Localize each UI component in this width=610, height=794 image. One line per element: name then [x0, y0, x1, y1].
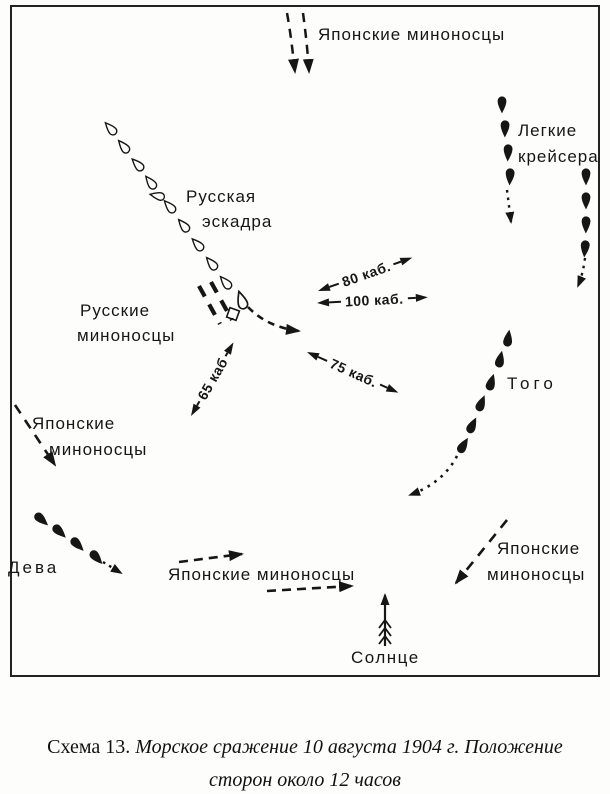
ship-icon [579, 240, 591, 258]
ship-icon [32, 510, 52, 529]
light-cruisers-course-trails [505, 189, 587, 288]
arrow-line [328, 300, 342, 304]
label-russian-destroyers: Русские миноносцы [77, 298, 175, 348]
arrow-line [328, 282, 340, 288]
destroyer-dash-line [209, 280, 234, 322]
label-text: Солнце [351, 648, 420, 667]
dashed-arrow [285, 12, 299, 74]
label-text: Русская [186, 187, 257, 206]
label-sun: Солнце [351, 645, 420, 670]
label-text: Дева [8, 558, 60, 577]
label-text: Легкие [518, 121, 578, 140]
label-light-cruisers: Легкие крейсера [518, 118, 599, 170]
ship-icon [216, 273, 235, 292]
ship-icon [202, 254, 220, 273]
caption-line-1: Схема 13. Морское сражение 10 августа 19… [0, 731, 610, 764]
arrowhead-right-icon [399, 253, 414, 266]
label-text: Русские [80, 301, 151, 320]
jp-destroyers-top-arrows [285, 12, 314, 74]
togo-ships [455, 328, 514, 455]
ship-icon [502, 328, 514, 348]
arrow-line [407, 296, 416, 300]
russian-destroyers-dashes [197, 280, 234, 326]
caption-line-2: сторон около 12 часов [0, 764, 610, 794]
course-trail [505, 189, 515, 224]
deva-course-trail [102, 560, 123, 575]
label-jp-destroyers-left: Японские миноносцы [32, 411, 147, 463]
ship-icon [142, 173, 159, 192]
ship-icon [455, 435, 472, 455]
range-label: 100 каб. [344, 290, 404, 310]
label-text: миноносцы [49, 440, 148, 459]
ship-icon [160, 197, 179, 216]
ship-icon [68, 535, 87, 554]
label-jp-destroyers-top: Японские миноносцы [318, 22, 505, 47]
arrowhead-left-icon [305, 348, 320, 361]
label-text: Японские [32, 414, 116, 433]
ship-icon [50, 522, 69, 541]
label-text: миноносцы [77, 326, 176, 345]
figure-caption: Схема 13. Морское сражение 10 августа 19… [0, 731, 610, 794]
label-togo: Того [507, 371, 557, 396]
label-text: Японские миноносцы [168, 565, 356, 584]
ship-icon [494, 349, 507, 369]
diagram-frame [10, 5, 600, 677]
ship-icon [497, 96, 507, 114]
destroyer-dash-line [197, 284, 222, 326]
course-trail [576, 257, 587, 288]
label-text: эскадра [202, 212, 273, 231]
ship-icon [505, 168, 515, 186]
label-text: Того [507, 374, 557, 393]
ship-icon [581, 192, 591, 210]
dashed-arrow [178, 550, 244, 564]
ship-icon [87, 548, 106, 568]
caption-title-line1: Морское сражение 10 августа 1904 г. Поло… [135, 736, 563, 758]
label-text: крейсера [518, 147, 599, 166]
ship-icon [474, 393, 489, 413]
label-russian-squadron: Русская эскадра [186, 184, 272, 234]
dashed-arrow [454, 519, 509, 585]
togo-course-trail [408, 455, 459, 497]
ship-icon [500, 120, 510, 138]
sun-arrow-fletching [378, 618, 392, 645]
ship-icon [484, 372, 498, 392]
caption-title-line2: сторон около 12 часов [209, 769, 401, 791]
ship-icon [114, 137, 132, 156]
dashed-arrow [13, 404, 57, 467]
ship-icon [581, 168, 591, 186]
ship-icon [148, 189, 166, 202]
flagship-icon [225, 306, 241, 322]
ship-icon [188, 235, 207, 254]
arrowhead-left-icon [316, 298, 330, 307]
ship-icon [581, 216, 591, 234]
dashed-arrow [301, 12, 314, 74]
label-text: Японские миноносцы [318, 25, 506, 44]
arrowhead-right-icon [415, 293, 428, 302]
ship-icon [233, 289, 250, 311]
label-jp-destroyers-bottom: Японские миноносцы [168, 562, 355, 587]
ship-icon [464, 415, 481, 435]
squadron-turn-arrow [247, 306, 301, 335]
label-text: миноносцы [487, 565, 586, 584]
jp-destroyers-dashed-arrows [13, 404, 509, 593]
caption-prefix: Схема 13. [47, 736, 131, 758]
label-jp-destroyers-right: Японские миноносцы [487, 536, 585, 588]
russian-squadron-ships [101, 119, 250, 322]
label-deva: Дева [8, 555, 59, 580]
sun-arrow [378, 593, 392, 646]
ship-icon [503, 144, 513, 162]
ship-icon [101, 119, 120, 138]
ship-icon [128, 155, 147, 174]
label-text: Японские [497, 539, 581, 558]
